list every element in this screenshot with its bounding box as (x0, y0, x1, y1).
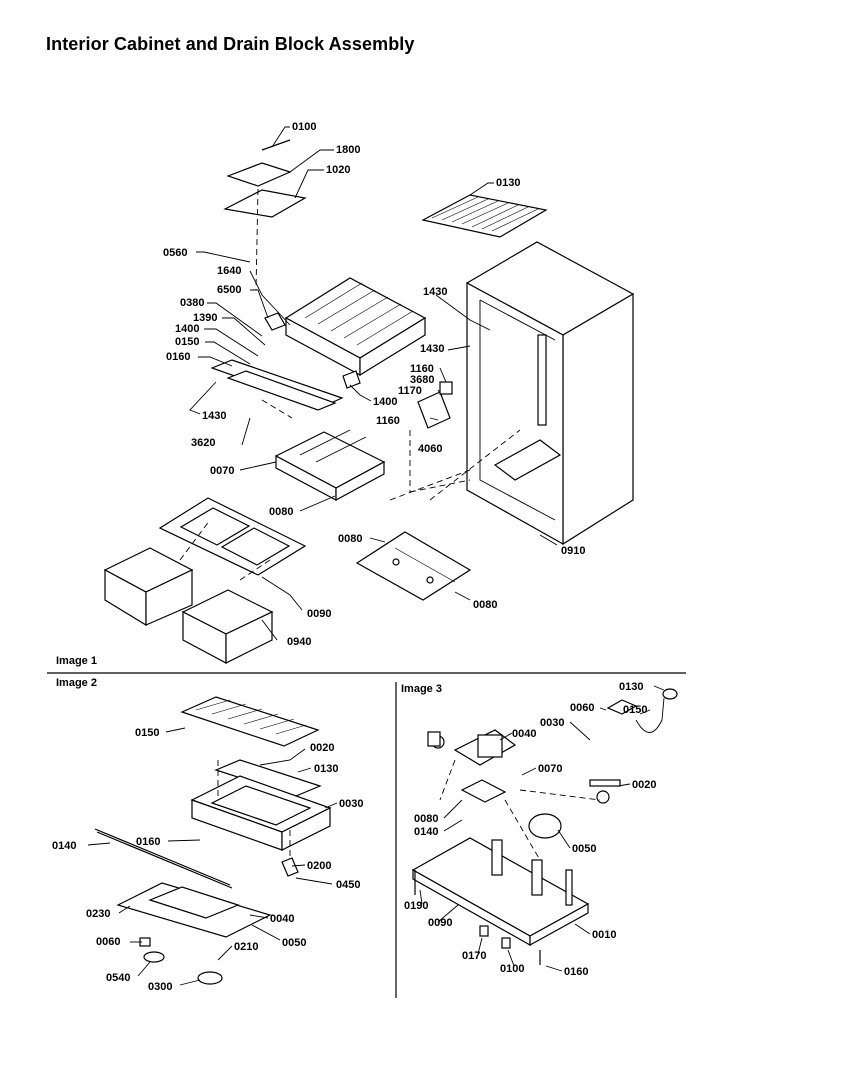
part-callout: 0450 (336, 879, 360, 891)
part-callout: 1430 (202, 410, 226, 422)
part-callout: 0130 (314, 763, 338, 775)
page-title: Interior Cabinet and Drain Block Assembl… (46, 34, 415, 54)
part-callout: 0020 (310, 742, 334, 754)
part-callout: 0060 (570, 702, 594, 714)
part-callout: 0140 (414, 826, 438, 838)
part-callout: 0130 (619, 681, 643, 693)
part-callout: 0210 (234, 941, 258, 953)
part-callout: 0040 (270, 913, 294, 925)
image1-callouts: 0100180010200130056016406500038013901400… (163, 121, 585, 648)
part-callout: 0160 (136, 836, 160, 848)
part-callout: 0200 (307, 860, 331, 872)
part-callout: 0150 (623, 704, 647, 716)
part-callout: 0080 (414, 813, 438, 825)
part-callout: 1390 (193, 312, 217, 324)
part-callout: 1400 (373, 396, 397, 408)
part-callout: 0090 (307, 608, 331, 620)
part-callout: 1020 (326, 164, 350, 176)
part-callout: 3680 (410, 374, 434, 386)
part-callout: 0050 (282, 937, 306, 949)
part-callout: 1400 (175, 323, 199, 335)
part-callout: 1170 (398, 385, 422, 397)
image3-label: Image 3 (401, 683, 442, 695)
image2-label: Image 2 (56, 677, 97, 689)
part-callout: 0160 (564, 966, 588, 978)
part-callout: 1640 (217, 265, 241, 277)
image2-callouts: 0150 0020 0130 0030 0160 0140 0200 0450 0230 0040… (52, 727, 363, 993)
image2-drawing (87, 696, 338, 986)
part-callout: 0230 (86, 908, 110, 920)
part-callout: 0080 (269, 506, 293, 518)
part-callout: 0090 (428, 917, 452, 929)
image1-label: Image 1 (56, 655, 97, 667)
part-callout: 6500 (217, 284, 241, 296)
part-callout: 0150 (175, 336, 199, 348)
image3-drawing (411, 685, 678, 972)
part-callout: 0020 (632, 779, 656, 791)
part-callout: 0070 (538, 763, 562, 775)
part-callout: 0040 (512, 728, 536, 740)
part-callout: 0540 (106, 972, 130, 984)
part-callout: 0050 (572, 843, 596, 855)
part-callout: 0010 (592, 929, 616, 941)
part-callout: 1430 (420, 343, 444, 355)
part-callout: 4060 (418, 443, 442, 455)
part-callout: 1430 (423, 286, 447, 298)
part-callout: 0080 (338, 533, 362, 545)
image1-drawing (103, 126, 635, 665)
part-callout: 0080 (473, 599, 497, 611)
part-callout: 1160 (410, 363, 434, 375)
part-callout: 0130 (496, 177, 520, 189)
part-callout: 0170 (462, 950, 486, 962)
part-callout: 0070 (210, 465, 234, 477)
part-callout: 0100 (292, 121, 316, 133)
part-callout: 0910 (561, 545, 585, 557)
part-callout: 0030 (540, 717, 564, 729)
part-callout: 1160 (376, 415, 400, 427)
part-callout: 0190 (404, 900, 428, 912)
part-callout: 0140 (52, 840, 76, 852)
part-callout: 0380 (180, 297, 204, 309)
part-callout: 0150 (135, 727, 159, 739)
part-callout: 1800 (336, 144, 360, 156)
part-callout: 0560 (163, 247, 187, 259)
part-callout: 0100 (500, 963, 524, 975)
part-callout: 3620 (191, 437, 215, 449)
part-callout: 0940 (287, 636, 311, 648)
part-callout: 0300 (148, 981, 172, 993)
part-callout: 0030 (339, 798, 363, 810)
part-callout: 0160 (166, 351, 190, 363)
part-callout: 0060 (96, 936, 120, 948)
